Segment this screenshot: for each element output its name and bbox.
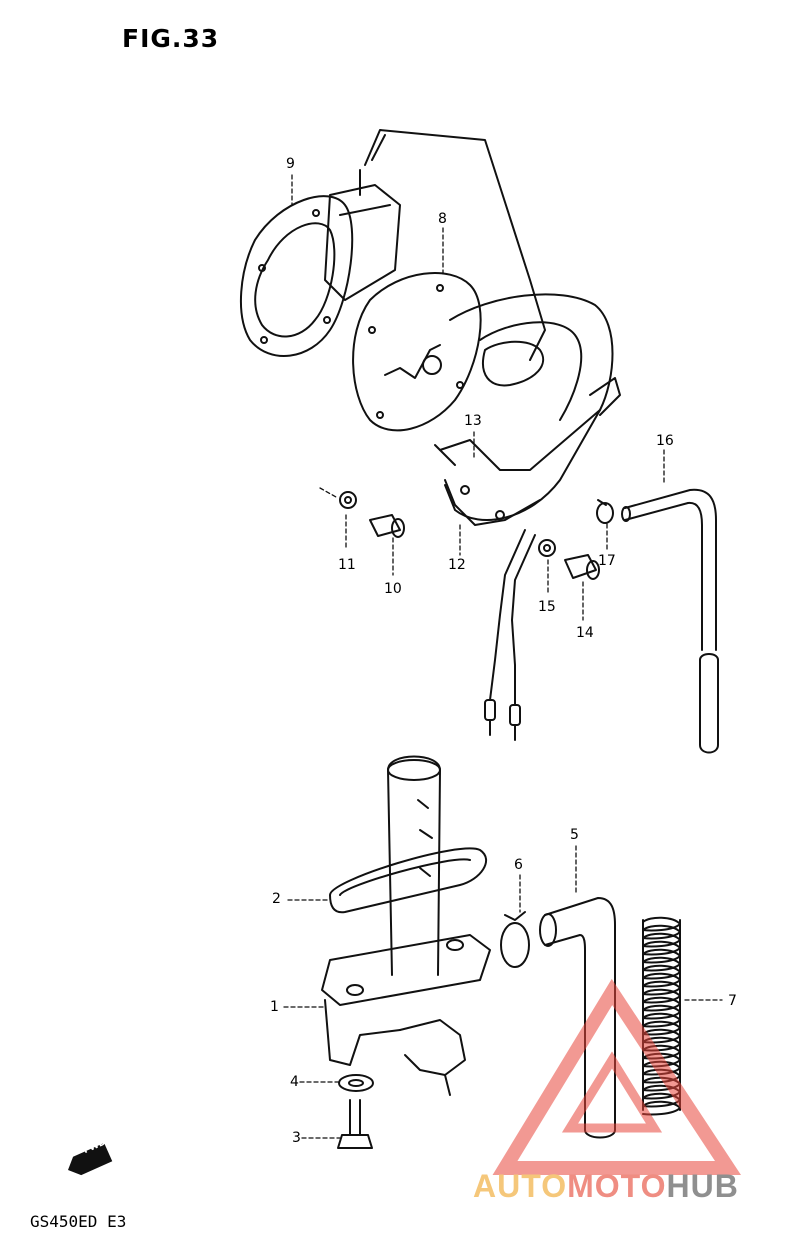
callout-2: 2	[272, 891, 281, 907]
leader-lines	[284, 175, 722, 1138]
hose-clamp-6	[501, 912, 529, 967]
watermark-part-2: MOTO	[567, 1168, 667, 1204]
callout-14: 14	[576, 625, 594, 641]
callout-7: 7	[728, 993, 737, 1009]
callout-9: 9	[286, 156, 295, 172]
model-code: GS450ED E3	[30, 1212, 127, 1231]
callout-12: 12	[448, 557, 466, 573]
vent-hose-16	[622, 490, 718, 753]
callout-3: 3	[292, 1130, 301, 1146]
washer-4	[339, 1075, 373, 1091]
fuel-gauge-plate-8	[353, 273, 481, 430]
callout-1: 1	[270, 999, 279, 1015]
bolt-14	[565, 555, 599, 579]
washer-11	[340, 492, 356, 508]
callout-17: 17	[598, 553, 616, 569]
watermark-part-1: AUTO	[473, 1168, 568, 1204]
figure-title: FIG.33	[122, 24, 220, 53]
fwd-arrow-icon	[68, 1142, 113, 1176]
callout-6: 6	[514, 857, 523, 873]
gasket-ring-9	[241, 196, 352, 356]
callout-5: 5	[570, 827, 579, 843]
o-ring-2	[330, 848, 486, 912]
callout-16: 16	[656, 433, 674, 449]
bolt-10	[370, 515, 404, 537]
callout-15: 15	[538, 599, 556, 615]
callout-10: 10	[384, 581, 402, 597]
sender-unit	[325, 130, 545, 360]
callout-13: 13	[464, 413, 482, 429]
wire-leads	[485, 530, 535, 740]
spring-7	[643, 918, 680, 1115]
callout-11: 11	[338, 557, 356, 573]
fuel-cock-1	[322, 757, 490, 1096]
callout-8: 8	[438, 211, 447, 227]
clip-17	[597, 500, 613, 523]
callout-4: 4	[290, 1074, 299, 1090]
watermark-text: AUTOMOTOHUB	[473, 1168, 739, 1205]
float-bracket-12	[435, 294, 620, 525]
watermark-triangle	[505, 992, 728, 1168]
watermark-part-3: HUB	[666, 1168, 739, 1204]
bolt-3	[338, 1100, 372, 1148]
washer-15	[539, 540, 555, 556]
